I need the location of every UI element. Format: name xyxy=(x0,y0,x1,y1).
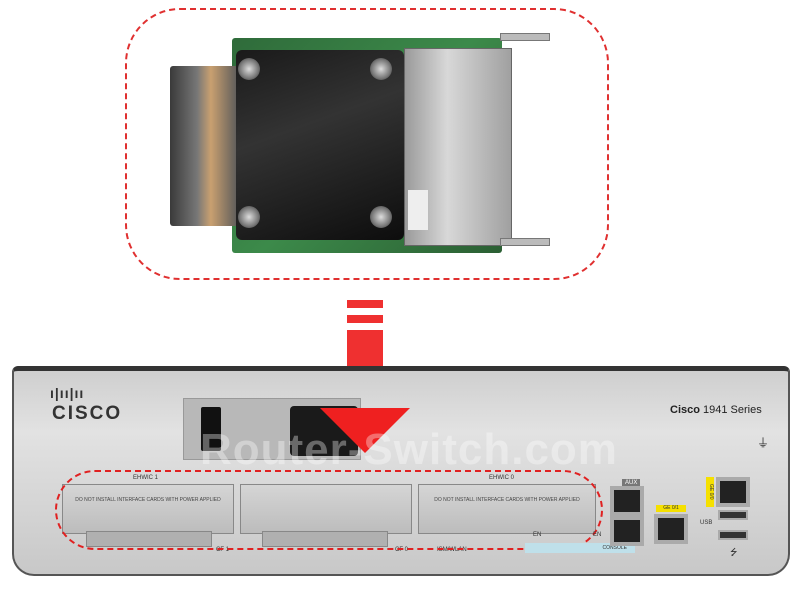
en-label: EN xyxy=(533,532,542,538)
screw-icon xyxy=(370,206,392,228)
cisco-logo: CISCO xyxy=(52,403,123,424)
en-label: EN xyxy=(593,532,602,538)
screw-icon xyxy=(238,206,260,228)
ism-label: ISM/WLAN xyxy=(437,547,467,553)
cf1-label: CF 1 xyxy=(216,547,230,553)
ge00-label: GE 0/0 xyxy=(706,477,714,507)
console-strip: CONSOLE xyxy=(525,543,635,553)
usb-port-0[interactable] xyxy=(718,530,748,540)
aux-port[interactable] xyxy=(610,486,644,516)
slot-middle-blank[interactable] xyxy=(240,484,412,534)
arrow-stripe xyxy=(347,315,383,323)
model-brand: Cisco xyxy=(670,404,700,416)
slot-warning: DO NOT INSTALL INTERFACE CARDS WITH POWE… xyxy=(434,497,580,503)
slot-highlight-ellipse xyxy=(55,470,603,550)
model-label: Cisco 1941 Series xyxy=(670,404,762,416)
ground-icon: ⏚ xyxy=(757,436,770,450)
thumbscrew-post xyxy=(500,238,550,246)
ge01-label: GE 0/1 xyxy=(656,505,686,512)
usb-icon: ⭍ xyxy=(730,547,738,557)
insert-arrow-head xyxy=(320,408,410,453)
model-series: 1941 Series xyxy=(703,404,762,416)
screw-icon xyxy=(238,58,260,80)
card-edge-connector xyxy=(170,66,238,226)
aux-label: AUX xyxy=(622,479,641,487)
cf0-label: CF 0 xyxy=(395,547,409,553)
screw-icon xyxy=(370,58,392,80)
card-highlight-frame xyxy=(125,8,609,280)
card-label-sticker xyxy=(408,190,428,230)
arrow-stripe xyxy=(347,300,383,308)
cf0-slot[interactable] xyxy=(262,531,388,547)
watermark: Router-Switch.com xyxy=(200,425,618,474)
console-port[interactable] xyxy=(610,516,644,546)
slot-label: EHWIC 1 xyxy=(133,475,159,481)
power-switch[interactable] xyxy=(201,407,221,451)
slot-label: EHWIC 0 xyxy=(489,475,515,481)
usb-port-1[interactable] xyxy=(718,510,748,520)
usb-label: USB xyxy=(700,520,713,526)
thumbscrew-post xyxy=(500,33,550,41)
console-label: CONSOLE xyxy=(602,545,627,551)
ge01-port[interactable] xyxy=(654,514,688,544)
cisco-logo-bars: ı|ıı|ıı xyxy=(50,385,85,401)
ge00-port[interactable] xyxy=(716,477,750,507)
slot-warning: DO NOT INSTALL INTERFACE CARDS WITH POWE… xyxy=(75,497,221,503)
